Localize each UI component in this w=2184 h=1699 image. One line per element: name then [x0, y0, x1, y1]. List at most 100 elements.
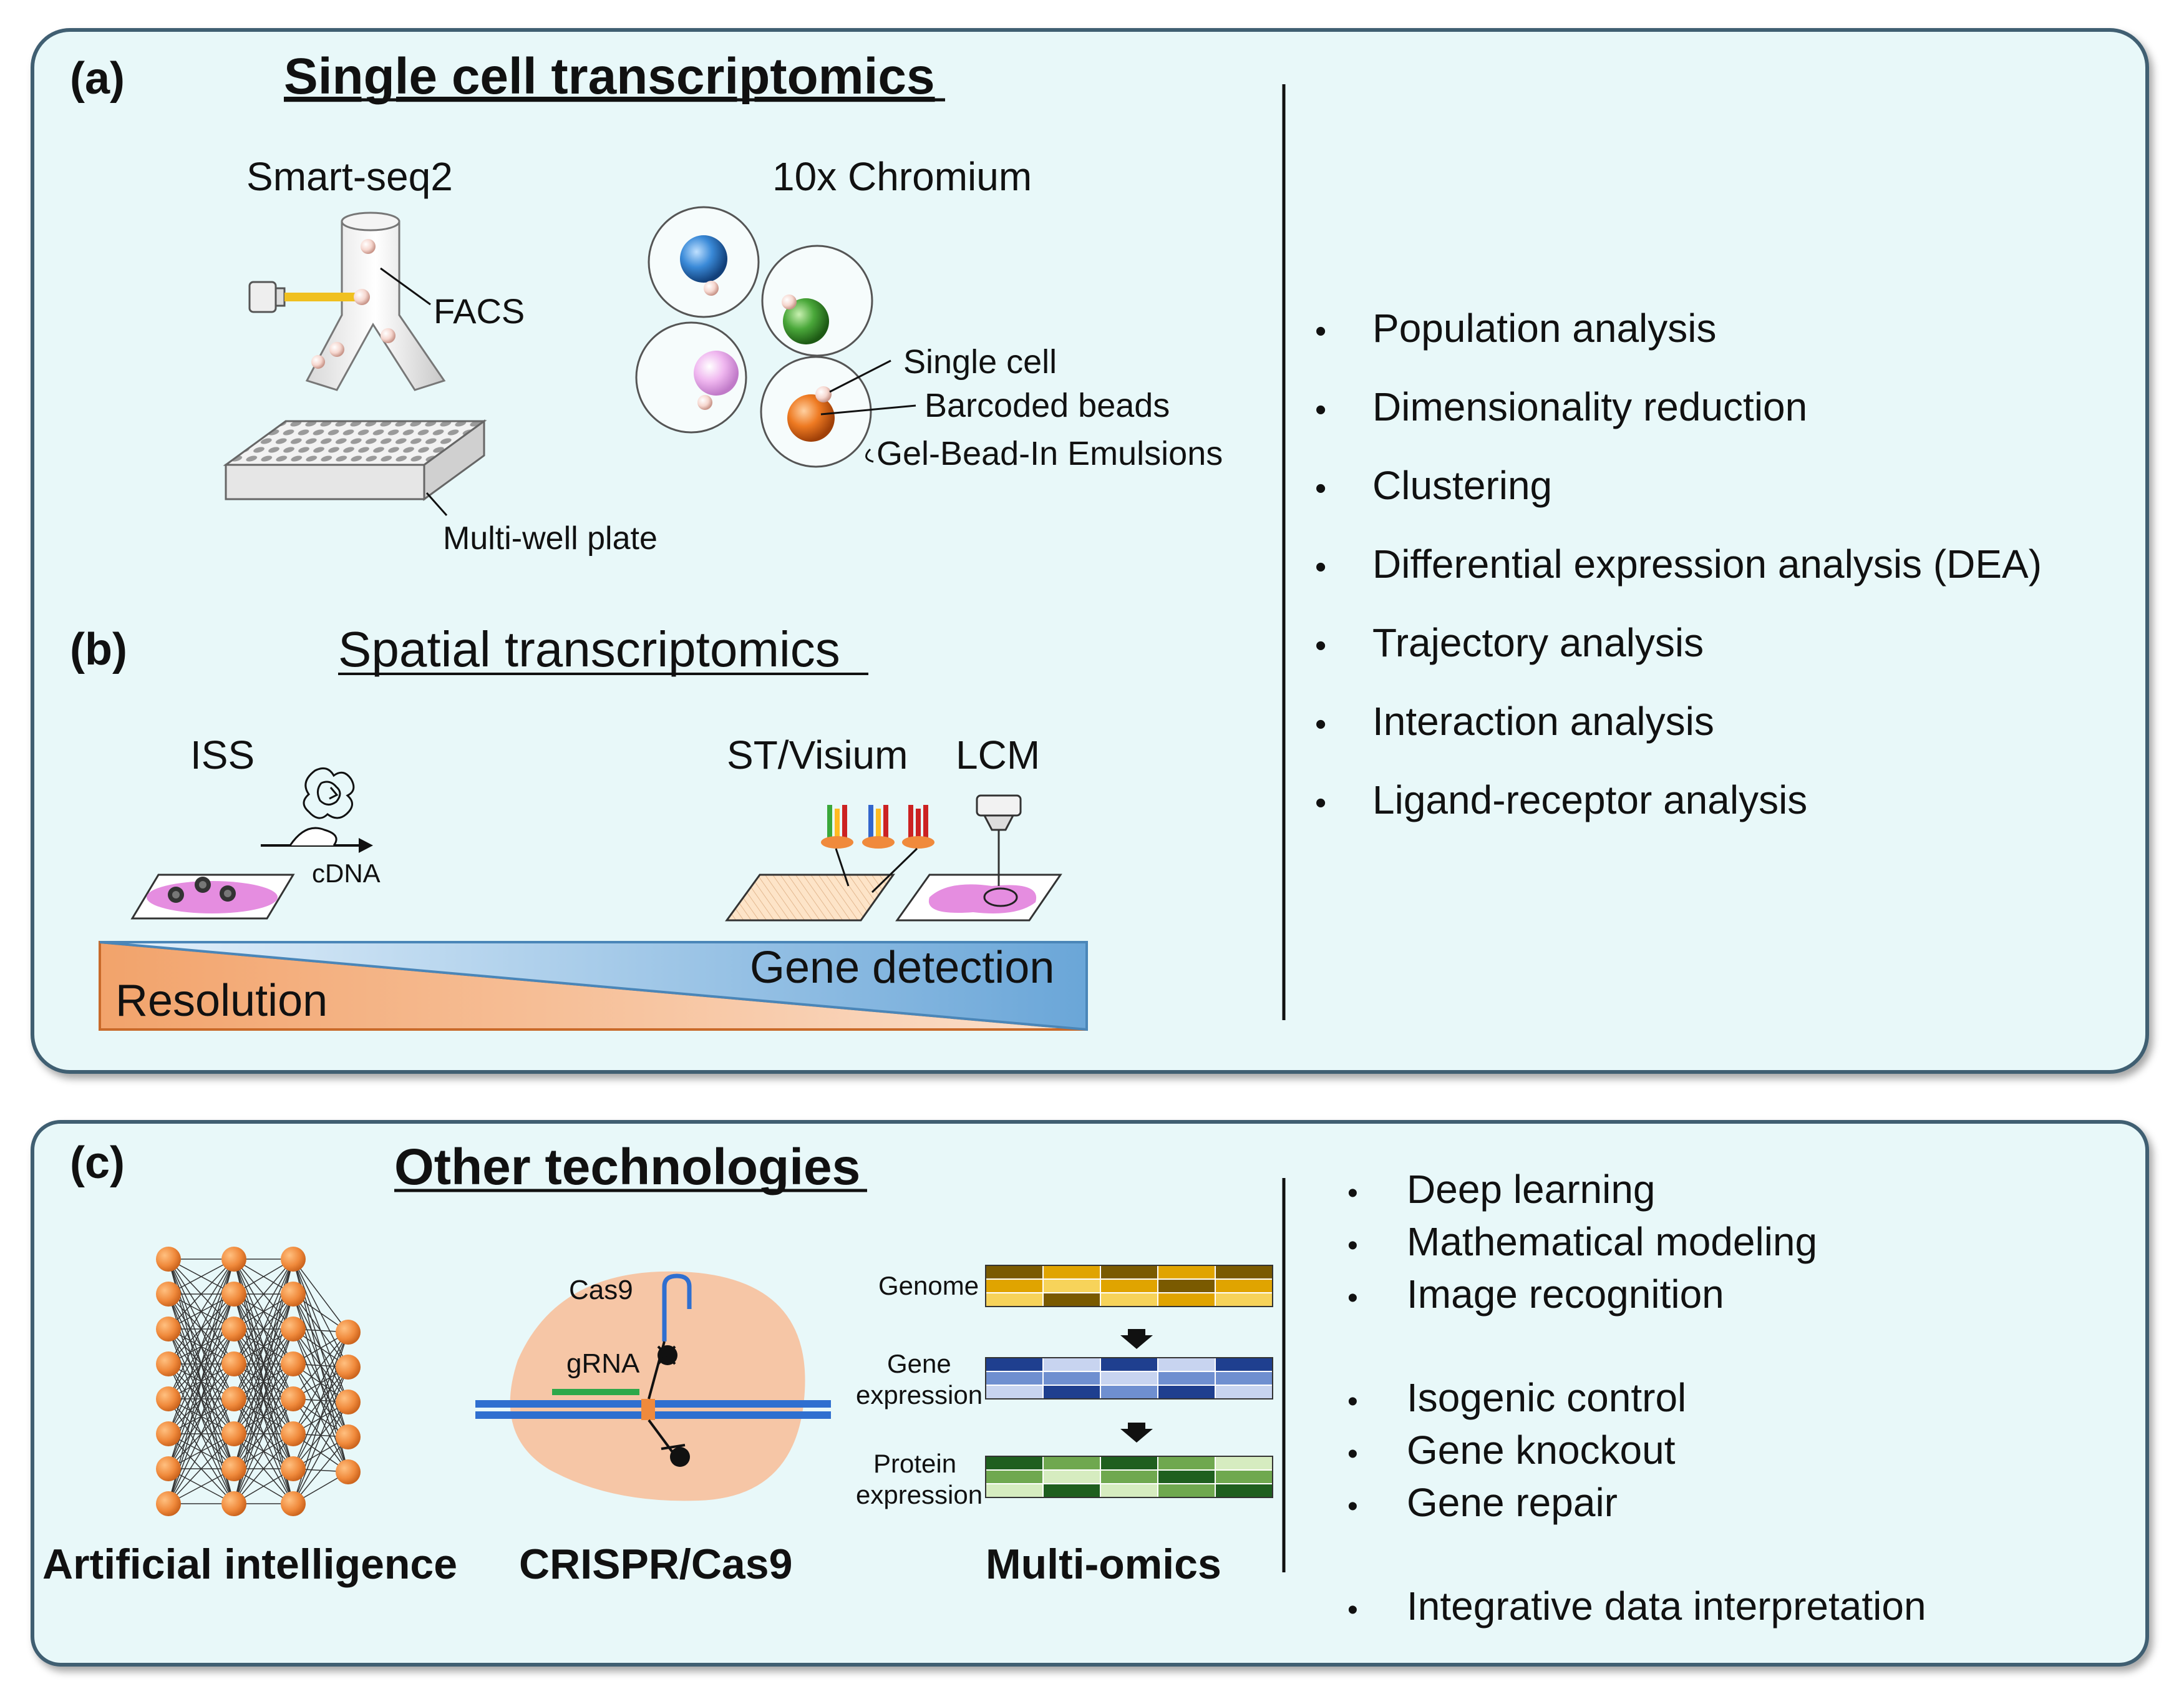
protein-expression-grid-cell	[1042, 1456, 1101, 1471]
grna-label: gRNA	[566, 1348, 640, 1379]
analysis-item: Ligand-receptor analysis	[1372, 777, 1807, 822]
nn-node	[221, 1421, 246, 1446]
panel-c-letter: (c)	[70, 1138, 125, 1188]
gene-expression-label-line1: Gene	[887, 1349, 951, 1378]
nn-node	[336, 1424, 361, 1449]
lcm-label: LCM	[956, 733, 1040, 777]
protein-expression-grid-cell	[985, 1483, 1044, 1498]
analysis-bullet: •	[1315, 785, 1326, 821]
nn-edge	[293, 1331, 349, 1400]
protein-expression-grid-cell	[1215, 1456, 1273, 1471]
protein-expression-grid-cell	[1215, 1469, 1273, 1484]
gene-expression-grid-cell	[1100, 1371, 1158, 1386]
genome-grid-cell	[985, 1292, 1044, 1307]
other-tech-item: Integrative data interpretation	[1407, 1584, 1926, 1628]
lcm-slide	[895, 794, 1062, 922]
analysis-item: Population analysis	[1372, 306, 1716, 351]
genome-grid-cell	[1157, 1265, 1216, 1280]
genome-grid-cell	[1042, 1278, 1101, 1293]
gene-expression-grid-cell	[1100, 1385, 1158, 1400]
nn-node	[336, 1320, 361, 1345]
analysis-item: Differential expression analysis (DEA)	[1372, 542, 2042, 587]
barcoded-beads-label: Barcoded beads	[925, 387, 1170, 424]
nn-node	[221, 1491, 246, 1516]
genome-grid-cell	[1042, 1292, 1101, 1307]
gem-droplets	[635, 206, 916, 468]
analysis-bullet: •	[1315, 706, 1326, 742]
analysis-bullet: •	[1315, 470, 1326, 507]
nn-node	[221, 1456, 246, 1481]
ai-label: Artificial intelligence	[42, 1541, 457, 1588]
cdna-label: cDNA	[312, 859, 381, 888]
nn-node	[281, 1421, 306, 1446]
protein-expression-grid-cell	[1157, 1469, 1216, 1484]
nn-edge	[293, 1331, 349, 1434]
protein-expression-grid-cell	[1157, 1456, 1216, 1471]
nn-node	[156, 1421, 181, 1446]
genome-grid-cell	[1100, 1278, 1158, 1293]
other-tech-bullet: •	[1347, 1177, 1358, 1210]
genome-grid-cell	[1215, 1265, 1273, 1280]
panel-b-letter: (b)	[70, 625, 127, 674]
nn-edge	[293, 1366, 349, 1504]
gene-expression-grid-cell	[1215, 1357, 1273, 1372]
gene-expression-grid	[985, 1357, 1273, 1400]
gene-expression-label-line2: expression	[856, 1380, 983, 1409]
protein-expression-grid-cell	[1042, 1469, 1101, 1484]
nn-node	[156, 1386, 181, 1411]
genome-grid	[985, 1265, 1273, 1307]
st-visium-slide	[725, 805, 934, 922]
genome-grid-cell	[1100, 1265, 1158, 1280]
nn-edge	[293, 1331, 349, 1469]
gem-label: Gel-Bead-In Emulsions	[876, 435, 1223, 472]
omics-arrows	[1120, 1329, 1153, 1443]
resolution-label: Resolution	[115, 976, 328, 1026]
nn-edge	[168, 1398, 235, 1504]
multiomics-label: Multi-omics	[986, 1541, 1221, 1588]
nn-node	[336, 1459, 361, 1484]
nn-edge	[233, 1258, 294, 1365]
genome-grid-cell	[1157, 1278, 1216, 1293]
analysis-bullet: •	[1315, 549, 1326, 585]
chromium-title: 10x Chromium	[772, 154, 1032, 199]
nn-node	[281, 1456, 306, 1481]
nn-node	[221, 1247, 246, 1272]
panel-c-title: Other technologies	[394, 1139, 860, 1195]
nn-node	[156, 1317, 181, 1341]
iss-slide	[130, 767, 373, 920]
genome-grid-cell	[985, 1265, 1044, 1280]
protein-expression-grid	[985, 1456, 1273, 1498]
gene-detection-label: Gene detection	[750, 943, 1054, 993]
protein-expression-grid-cell	[1100, 1469, 1158, 1484]
nn-edge	[233, 1258, 294, 1330]
nn-node	[336, 1355, 361, 1380]
protein-expression-grid-cell	[1100, 1456, 1158, 1471]
nn-edge	[293, 1258, 349, 1333]
facs-label: FACS	[434, 291, 525, 331]
panel-a-letter: (a)	[70, 54, 125, 104]
protein-expression-grid-cell	[1100, 1483, 1158, 1498]
gene-expression-grid-cell	[1042, 1357, 1101, 1372]
st-visium-label: ST/Visium	[727, 733, 908, 777]
gene-expression-grid-cell	[1215, 1385, 1273, 1400]
nn-node	[281, 1317, 306, 1341]
nn-edge	[168, 1363, 235, 1504]
nn-node	[156, 1282, 181, 1307]
other-tech-bullet: •	[1347, 1438, 1358, 1471]
analysis-item: Interaction analysis	[1372, 699, 1714, 744]
genome-grid-cell	[1100, 1292, 1158, 1307]
gene-expression-grid-cell	[985, 1357, 1044, 1372]
facs-illustration	[248, 212, 446, 391]
nn-edge	[168, 1258, 235, 1365]
panel-a-title: Single cell transcriptomics	[284, 48, 935, 105]
single-cell-label: Single cell	[903, 343, 1057, 381]
nn-node	[281, 1491, 306, 1516]
nn-node	[156, 1491, 181, 1516]
neural-network-illustration	[156, 1247, 361, 1516]
other-tech-list: •Deep learning•Mathematical modeling•Ima…	[1347, 1167, 1926, 1628]
genome-grid-cell	[985, 1278, 1044, 1293]
nn-edge	[293, 1401, 349, 1504]
genome-grid-cell	[1042, 1265, 1101, 1280]
other-tech-bullet: •	[1347, 1229, 1358, 1262]
protein-expression-grid-cell	[1042, 1483, 1101, 1498]
